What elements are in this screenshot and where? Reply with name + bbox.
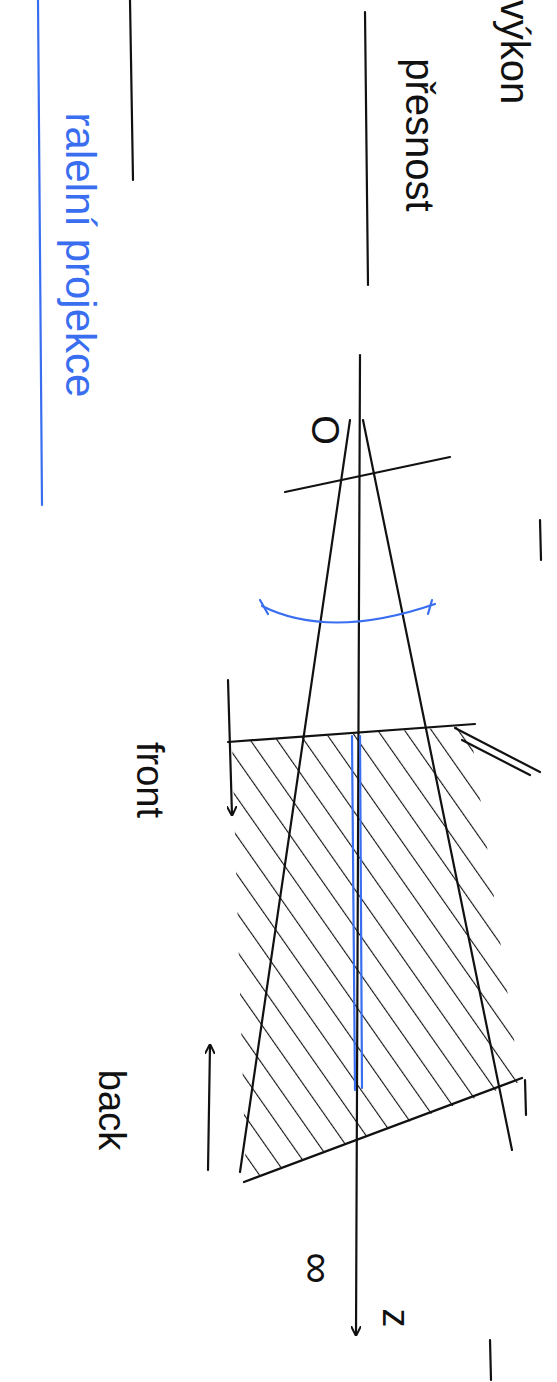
note: ralelní projekce — [59, 113, 101, 398]
back-arrow — [208, 1045, 210, 1170]
front-arrow — [228, 680, 232, 815]
hatched-volume — [232, 726, 520, 1180]
plane-label: back — [93, 1070, 131, 1150]
infinity-symbol: ∞ — [296, 1252, 340, 1283]
front-plane-mark — [455, 728, 540, 772]
axis-label: z — [376, 1309, 414, 1328]
z-axis — [356, 355, 360, 1335]
tick — [525, 1080, 526, 1115]
tick — [540, 520, 541, 560]
frustum-side — [363, 420, 512, 1150]
plane-label: front — [131, 742, 169, 818]
point-label: O — [306, 415, 344, 445]
blue-arc-ends — [260, 600, 432, 614]
blue-arc — [262, 604, 435, 623]
frustum-side — [240, 420, 350, 1172]
note: přesnost — [400, 58, 440, 211]
origin-line — [285, 457, 450, 492]
note: výkon — [495, 0, 535, 104]
back-plane — [244, 1078, 522, 1182]
side-line — [130, 0, 133, 180]
blue-underline — [38, 0, 42, 505]
blue-parallel-band — [352, 736, 362, 1090]
tick — [490, 1340, 491, 1380]
underline — [365, 12, 368, 285]
front-plane-mark — [462, 740, 530, 775]
